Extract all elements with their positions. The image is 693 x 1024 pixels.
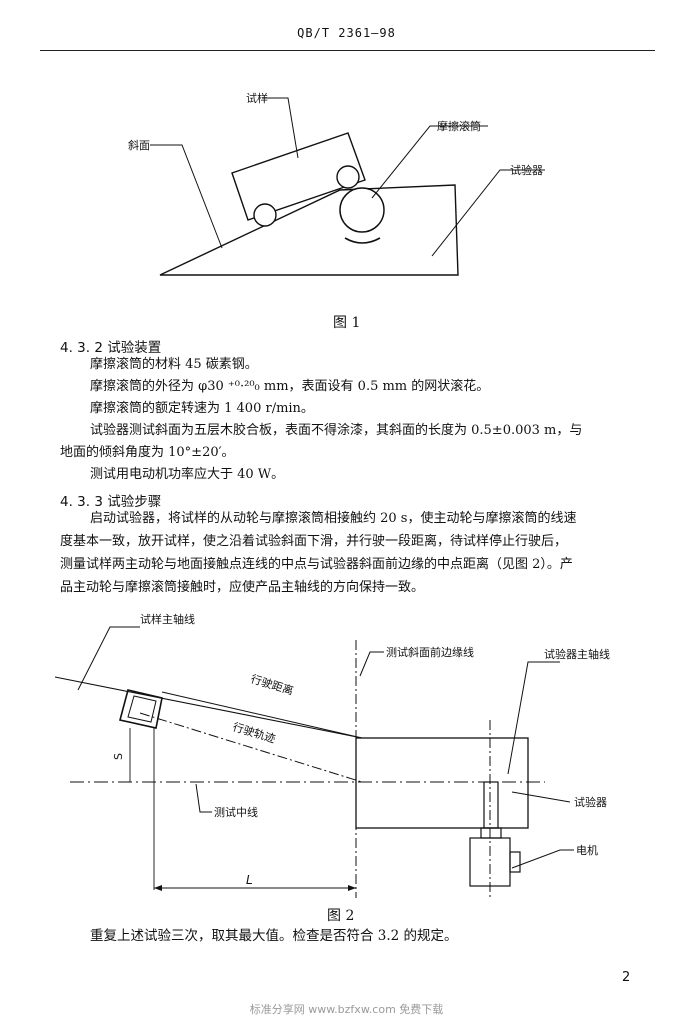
drum-leader bbox=[371, 125, 488, 199]
s433-line-1: 启动试验器，将试样的从动轮与摩擦滚筒相接触约 20 s，使主动轮与摩擦滚筒的线速 bbox=[90, 511, 577, 526]
s432-line-4: 试验器测试斜面为五层木胶合板，表面不得涂漆，其斜面的长度为 0.5±0.003 … bbox=[90, 423, 583, 438]
label-centerline: 测试中线 bbox=[214, 805, 258, 819]
tester-block bbox=[355, 737, 529, 829]
s432-line-1: 摩擦滚筒的材料 45 碳素钢。 bbox=[90, 357, 258, 372]
sample-rear-wheel bbox=[253, 203, 277, 227]
motor-coupling bbox=[480, 827, 502, 839]
tester-leader bbox=[431, 169, 545, 257]
s432-line-5: 地面的倾斜角度为 10°±20′。 bbox=[60, 445, 235, 460]
figure-2-caption: 图 2 bbox=[327, 908, 355, 924]
page-number: 2 bbox=[622, 970, 631, 985]
label-tester: 试验器 bbox=[510, 163, 543, 177]
section-4-3-2-heading: 4. 3. 2 试验装置 bbox=[60, 340, 162, 356]
closing-line: 重复上述试验三次，取其最大值。检查是否符合 3.2 的规定。 bbox=[90, 928, 458, 944]
s432-line-2: 摩擦滚筒的外径为 φ30 ⁺⁰·²⁰₀ mm，表面设有 0.5 mm 的网状滚花… bbox=[90, 379, 490, 394]
sample-axis-leader bbox=[77, 626, 140, 691]
centerline-leader bbox=[195, 783, 212, 813]
sample-front-wheel bbox=[336, 165, 360, 189]
figure-1-caption: 图 1 bbox=[333, 315, 361, 331]
label-sample: 试样 bbox=[246, 91, 268, 105]
label-sample-axis: 试样主轴线 bbox=[140, 612, 195, 626]
sample-main-axis-line bbox=[54, 676, 363, 739]
tester-axis-leader bbox=[507, 661, 560, 775]
motor-leader bbox=[511, 849, 574, 869]
label-motor: 电机 bbox=[576, 843, 598, 857]
label-track: 行驶轨迹 bbox=[231, 719, 277, 745]
label-tester-axis: 试验器主轴线 bbox=[544, 647, 610, 661]
figure-1-diagram: 试样 斜面 摩擦滚筒 试验器 bbox=[128, 91, 545, 276]
tester-leader bbox=[511, 791, 571, 803]
s433-line-4: 品主动轮与摩擦滚筒接触时，应使产品主轴线的方向保持一致。 bbox=[60, 580, 425, 595]
label-s: S bbox=[112, 753, 125, 760]
figure-2-diagram: 试样主轴线 测试斜面前边缘线 试验器主轴线 行驶距离 行驶轨迹 测试中线 试验器… bbox=[54, 612, 610, 900]
motor-box bbox=[509, 851, 521, 873]
slope-leader bbox=[150, 144, 223, 249]
s432-line-3: 摩擦滚筒的额定转速为 1 400 r/min。 bbox=[90, 401, 314, 416]
front-edge-leader bbox=[359, 651, 384, 677]
l-arrow-left bbox=[154, 885, 162, 891]
rotation-arrow bbox=[344, 237, 381, 244]
standard-number: QB/T 2361—98 bbox=[297, 26, 396, 40]
s432-line-6: 测试用电动机功率应大于 40 W。 bbox=[90, 467, 285, 482]
s433-line-3: 测量试样两主动轮与地面接触点连线的中点与试验器斜面前边缘的中点距离（见图 2）。… bbox=[60, 557, 573, 572]
travel-distance-line bbox=[161, 691, 363, 739]
sample-body bbox=[231, 132, 366, 221]
sample-box bbox=[119, 689, 163, 729]
label-slope: 斜面 bbox=[128, 139, 150, 152]
label-l: L bbox=[246, 873, 253, 887]
l-arrow-right bbox=[348, 885, 356, 891]
label-distance: 行驶距离 bbox=[249, 671, 295, 697]
motor-shaft bbox=[483, 781, 499, 829]
label-tester: 试验器 bbox=[574, 795, 607, 809]
label-front-edge: 测试斜面前边缘线 bbox=[386, 645, 474, 659]
footer-watermark[interactable]: 标准分享网 www.bzfxw.com 免费下载 bbox=[249, 1003, 444, 1016]
sample-inner bbox=[127, 695, 157, 723]
sample-leader bbox=[262, 97, 299, 159]
section-4-3-3-heading: 4. 3. 3 试验步骤 bbox=[60, 494, 162, 510]
friction-drum bbox=[339, 187, 385, 233]
header-rule bbox=[40, 50, 655, 51]
label-drum: 摩擦滚筒 bbox=[437, 119, 481, 133]
s433-line-2: 度基本一致，放开试样，使之沿着试验斜面下滑，并行驶一段距离，待试样停止行驶后， bbox=[60, 534, 568, 549]
travel-track-line bbox=[139, 712, 363, 783]
tester-block bbox=[159, 184, 459, 276]
